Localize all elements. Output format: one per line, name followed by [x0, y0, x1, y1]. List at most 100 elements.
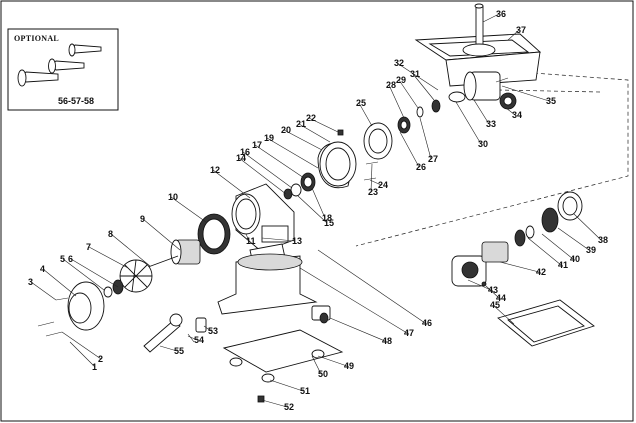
callout-label: 25 — [356, 98, 366, 108]
callout-label: 15 — [324, 218, 334, 228]
callout-label: 41 — [558, 260, 568, 270]
callout-leader — [573, 213, 602, 241]
housing-cup — [317, 141, 357, 188]
callout-label: 1 — [92, 362, 97, 372]
callout-leader — [399, 131, 420, 168]
callout-leader — [299, 267, 408, 334]
callout-label: 47 — [404, 328, 414, 338]
callout-label: 11 — [246, 236, 256, 246]
callout-leader — [370, 163, 373, 193]
callout-leader — [492, 304, 515, 325]
callout-label: 31 — [410, 69, 420, 79]
callout-leader — [505, 107, 516, 116]
callout-leader — [187, 335, 198, 341]
callout-leader — [455, 101, 482, 145]
callout-label: 22 — [306, 113, 316, 123]
callout-label: 35 — [546, 96, 556, 106]
callout-leader — [30, 281, 57, 301]
callout-leader — [142, 218, 181, 251]
callout-label: 6 — [68, 254, 73, 264]
callout-label: 14 — [236, 153, 246, 163]
meat-tray — [497, 299, 595, 347]
callout-leader — [317, 249, 426, 324]
callout-label: 2 — [98, 354, 103, 364]
callout-leader — [369, 179, 382, 186]
callout-leader — [311, 187, 326, 219]
stuffing-tubes — [17, 43, 102, 87]
callout-label: 21 — [296, 119, 306, 129]
callout-label: 17 — [252, 140, 262, 150]
callout-label: 16 — [240, 147, 250, 157]
callout-label: 32 — [394, 58, 404, 68]
base-plate — [222, 329, 344, 383]
callout-leader — [212, 169, 251, 199]
callout-label: 39 — [586, 245, 596, 255]
callout-leader — [473, 99, 490, 125]
callout-leader — [61, 331, 102, 360]
power-switch — [311, 305, 331, 324]
callout-leader — [398, 79, 419, 109]
callout-leader — [110, 233, 151, 267]
callout-label: 9 — [140, 214, 145, 224]
callout-leader — [88, 246, 129, 269]
callout-label: 29 — [396, 75, 406, 85]
rotor — [170, 239, 201, 265]
callout-label: 52 — [284, 402, 294, 412]
callout-label: 54 — [194, 335, 204, 345]
wrench — [143, 313, 183, 353]
callout-leader — [485, 285, 500, 299]
neck-part — [463, 71, 501, 101]
callout-leader — [283, 129, 323, 151]
optional-parts-box: OPTIONAL 56-57-58 — [7, 28, 119, 111]
callout-leader — [70, 258, 119, 288]
gear-nut — [499, 92, 517, 110]
callout-leader — [467, 279, 492, 291]
rear-cover — [67, 281, 105, 331]
callout-leader — [358, 102, 373, 127]
callout-leader — [69, 341, 96, 368]
callout-label: 28 — [386, 80, 396, 90]
callout-leader — [499, 261, 540, 273]
optional-box-title: OPTIONAL — [14, 34, 59, 43]
callout-leader — [317, 355, 348, 367]
callout-label: 12 — [210, 165, 220, 175]
callout-label: 38 — [598, 235, 608, 245]
callout-label: 23 — [368, 187, 378, 197]
small-seals — [397, 91, 466, 134]
callout-label: 37 — [516, 25, 526, 35]
callout-label: 50 — [318, 369, 328, 379]
callout-leader — [419, 117, 432, 160]
callout-leader — [254, 144, 305, 179]
callout-leader — [245, 233, 250, 242]
callout-leader — [42, 268, 77, 297]
callout-leader — [396, 62, 439, 91]
callout-label: 42 — [536, 267, 546, 277]
callout-label: 7 — [86, 242, 91, 252]
callout-leader — [311, 355, 322, 375]
callout-label: 33 — [486, 119, 496, 129]
base-stand — [217, 253, 318, 315]
callout-label: 46 — [422, 318, 432, 328]
callout-leader — [203, 325, 212, 332]
motor-ring — [197, 213, 231, 255]
callout-label: 18 — [322, 213, 332, 223]
callout-label: 34 — [512, 110, 522, 120]
callout-leader — [261, 399, 288, 408]
optional-parts-numbers: 56-57-58 — [58, 96, 94, 106]
callout-label: 13 — [292, 236, 302, 246]
spring — [195, 317, 207, 333]
callout-label: 48 — [382, 336, 392, 346]
callout-label: 20 — [281, 125, 291, 135]
callout-label: 51 — [300, 386, 310, 396]
callout-label: 30 — [478, 139, 488, 149]
callout-leader — [242, 151, 293, 189]
callout-label: 40 — [570, 254, 580, 264]
callout-label: 44 — [496, 293, 506, 303]
callout-leader — [62, 258, 105, 291]
callout-leader — [329, 317, 386, 342]
callout-leader — [170, 196, 207, 223]
callout-label: 4 — [40, 264, 45, 274]
